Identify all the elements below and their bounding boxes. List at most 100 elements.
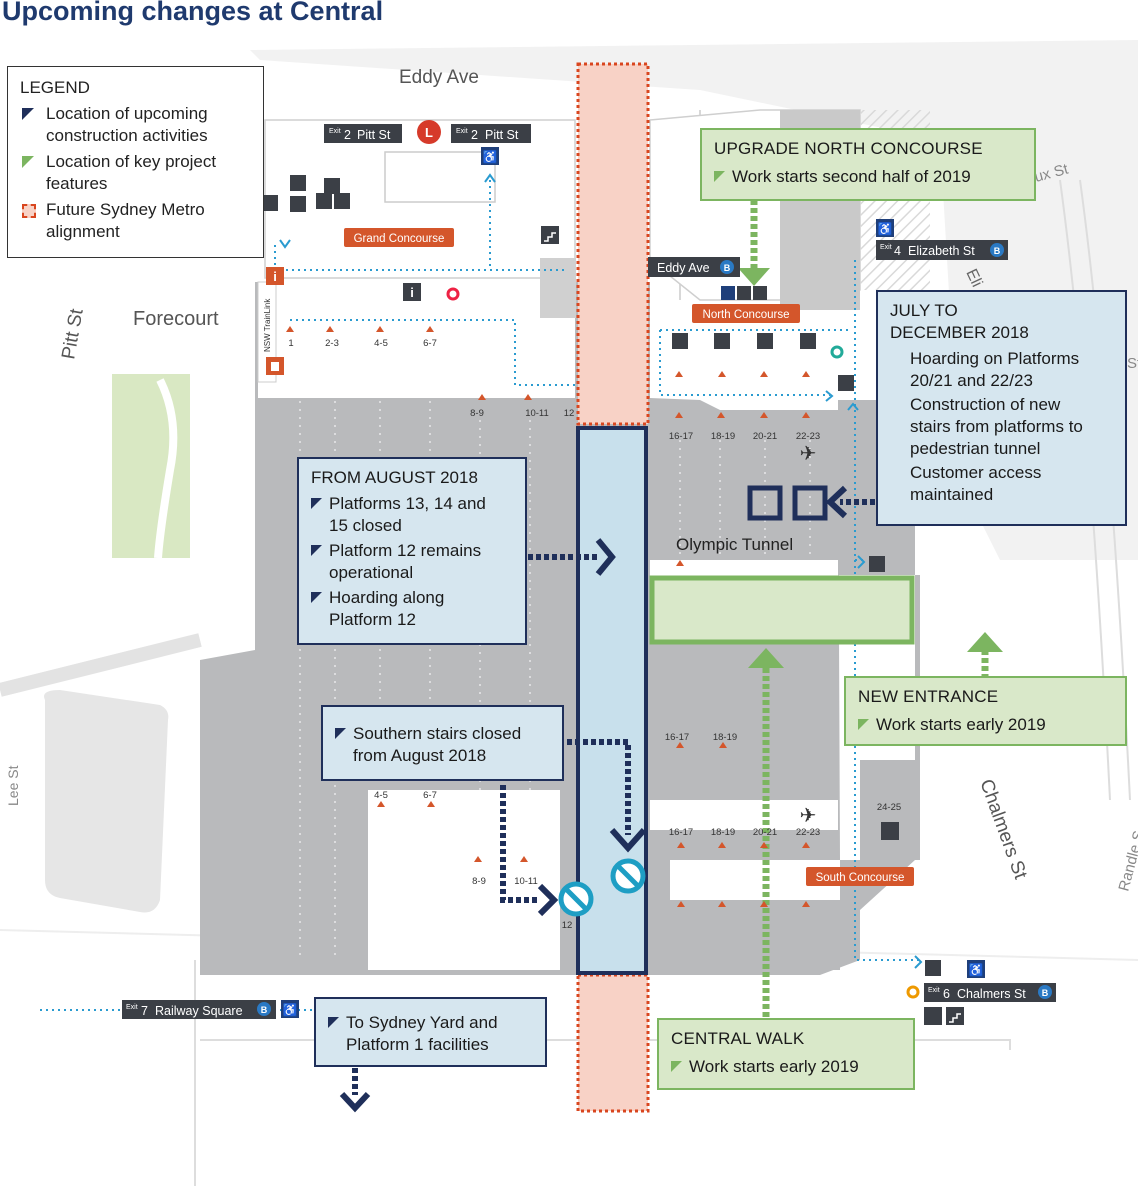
exit-word: Exit <box>880 244 892 251</box>
platform-number: 22-23 <box>796 827 820 838</box>
callout-text: 15 closed <box>329 516 402 535</box>
exit-name: Eddy Ave <box>657 261 710 275</box>
callout-heading: FROM AUGUST 2018 <box>311 468 478 487</box>
callout-text: Construction of new <box>910 395 1061 414</box>
blue-triangle-icon <box>311 498 322 509</box>
exit-word: Exit <box>456 128 468 135</box>
exit-word: Exit <box>329 128 341 135</box>
platform-number: 20-21 <box>753 431 777 442</box>
exit-elizabeth-st: Exit 4 Elizabeth St B <box>876 240 1008 260</box>
metro-square-icon <box>22 204 36 218</box>
exit-pitt-st-b: Exit 2 Pitt St <box>451 124 531 143</box>
callout-item: Platform 12 remains operational <box>311 540 513 584</box>
callout-text: stairs from platforms to <box>910 417 1083 436</box>
blue-triangle-icon <box>311 592 322 603</box>
street-lee-st: Lee St <box>5 765 21 806</box>
svg-text:♿: ♿ <box>483 150 498 164</box>
platform-number: 8-9 <box>470 408 484 419</box>
callout-item: Customer access maintained <box>890 462 1113 506</box>
exit-railway-square: Exit 7 Railway Square B <box>122 1000 276 1019</box>
platform-number: 6-7 <box>423 790 437 801</box>
info-icon: i <box>266 267 284 285</box>
metro-alignment-north <box>576 62 650 426</box>
platform-number: 18-19 <box>713 732 737 743</box>
callout-text: from August 2018 <box>353 746 487 765</box>
exit-chalmers-st: Exit 6 Chalmers St B <box>924 983 1056 1002</box>
exit-number: 2 <box>344 128 351 142</box>
opal-icon <box>446 287 920 999</box>
blue-triangle-icon <box>311 545 322 556</box>
blue-triangle-icon <box>328 1017 339 1028</box>
no-entry-icon <box>558 881 594 917</box>
platform-number: 4-5 <box>374 338 388 349</box>
green-triangle-icon <box>671 1061 682 1072</box>
accessible-icon: ♿ <box>481 147 499 165</box>
platform-number: 12 <box>564 408 575 419</box>
callout-text: operational <box>329 563 414 582</box>
exit-name: Railway Square <box>155 1004 243 1018</box>
north-concourse-label: North Concourse <box>703 309 790 321</box>
street-eddy-ave: Eddy Ave <box>399 67 479 88</box>
legend-item: Location of upcoming construction activi… <box>20 103 251 147</box>
callout-text: Platform 12 remains <box>329 541 482 560</box>
platform-stair-markers <box>286 326 810 907</box>
callout-item: Platforms 13, 14 and 15 closed <box>311 493 513 537</box>
south-concourse-label: South Concourse <box>816 872 905 884</box>
callout-heading: JULY TO <box>890 301 958 320</box>
legend-label: Location of upcoming construction activi… <box>46 104 208 145</box>
platform-number: 16-17 <box>669 827 693 838</box>
street-elizabeth-st: Eli <box>962 267 985 290</box>
exit-name: Chalmers St <box>957 987 1026 1001</box>
exit-name: Elizabeth St <box>908 244 975 258</box>
platform-number: 2-3 <box>325 338 339 349</box>
info-icon: i <box>403 283 421 301</box>
accessible-icon: ♿ <box>967 960 985 978</box>
callout-text: Hoarding on Platforms <box>910 349 1080 368</box>
callout-central-walk: CENTRAL WALK Work starts early 2019 <box>657 1018 915 1090</box>
legend-heading: LEGEND <box>20 78 90 97</box>
grand-concourse-label: Grand Concourse <box>354 233 445 245</box>
callout-heading: UPGRADE NORTH CONCOURSE <box>714 139 983 158</box>
bus-icon: B <box>261 1005 268 1015</box>
callout-text: Platforms 13, 14 and <box>329 494 486 513</box>
platform-number: 20-21 <box>753 827 777 838</box>
nsw-trainlink-label: NSW TrainLink <box>263 298 272 352</box>
exit-word: Exit <box>928 987 940 994</box>
callout-text: Customer access <box>910 463 1042 482</box>
callout-text: Work starts early 2019 <box>876 715 1046 734</box>
light-rail-icon: L <box>417 120 441 144</box>
platform-number: 10-11 <box>514 876 538 887</box>
legend-label: Future Sydney Metro alignment <box>46 200 205 241</box>
callout-heading: NEW ENTRANCE <box>858 687 999 706</box>
exit-name: Pitt St <box>485 128 519 142</box>
platform-number: 18-19 <box>711 431 735 442</box>
exit-number: 6 <box>943 987 950 1001</box>
stairs-icon <box>541 226 964 1025</box>
callout-text: Platform 1 facilities <box>346 1035 489 1054</box>
callout-heading: CENTRAL WALK <box>671 1029 805 1048</box>
legend: LEGEND Location of upcoming construction… <box>7 66 264 258</box>
platform-number: 10-11 <box>525 408 549 419</box>
legend-item: Future Sydney Metro alignment <box>20 199 251 243</box>
platform-number: 4-5 <box>374 790 388 801</box>
platform-number: 24-25 <box>877 802 901 813</box>
platform-number: 6-7 <box>423 338 437 349</box>
callout-from-august: FROM AUGUST 2018 Platforms 13, 14 and 15 … <box>297 457 527 645</box>
platform-number: 18-19 <box>711 827 735 838</box>
legend-label: Location of key project features <box>46 152 217 193</box>
page-title: Upcoming changes at Central <box>2 0 384 26</box>
metro-alignment-south <box>576 973 650 1113</box>
callout-item: Work starts early 2019 <box>858 714 1113 736</box>
ticket-machine-icon <box>262 175 941 976</box>
bus-icon: B <box>724 263 731 273</box>
svg-text:♿: ♿ <box>969 963 984 977</box>
svg-text:L: L <box>425 125 433 140</box>
toilets-icon <box>316 178 767 300</box>
exit-eddy-ave: Eddy Ave B <box>648 257 740 277</box>
platform-number: 12 <box>562 920 573 931</box>
bus-icon: B <box>994 246 1001 256</box>
blue-triangle-icon <box>22 108 34 120</box>
